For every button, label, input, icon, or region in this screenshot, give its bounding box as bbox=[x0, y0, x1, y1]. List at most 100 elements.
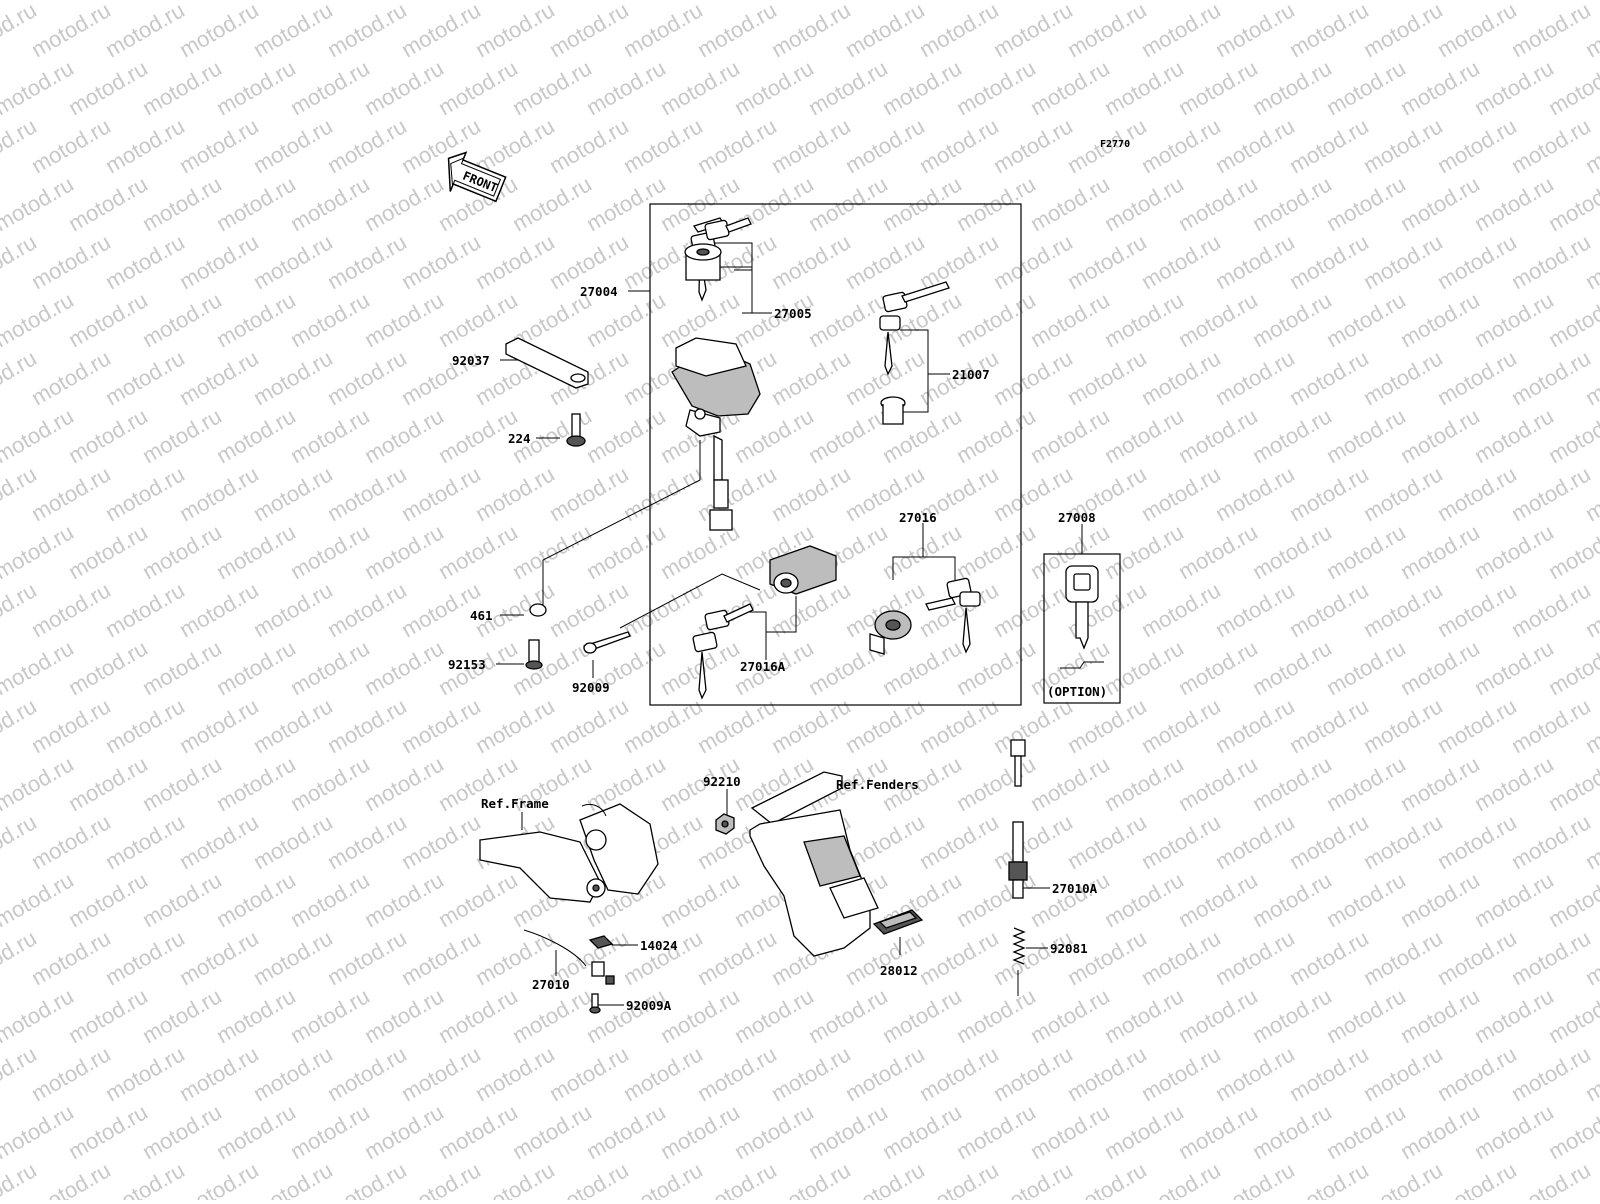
watermark-text: motod.ru bbox=[212, 867, 300, 932]
watermark-text: motod.ru bbox=[212, 171, 300, 236]
watermark-text: motod.ru bbox=[360, 403, 448, 468]
watermark-text: motod.ru bbox=[508, 1099, 596, 1164]
watermark-text: motod.ru bbox=[286, 1099, 374, 1164]
watermark-text: motod.ru bbox=[1285, 461, 1373, 526]
watermark-text: motod.ru bbox=[804, 403, 892, 468]
watermark-text: motod.ru bbox=[1396, 983, 1484, 1048]
watermark-text: motod.ru bbox=[952, 403, 1040, 468]
watermark-text: motod.ru bbox=[1544, 635, 1600, 700]
watermark-text: motod.ru bbox=[64, 519, 152, 584]
watermark-text: motod.ru bbox=[138, 171, 226, 236]
watermark-text: motod.ru bbox=[27, 229, 115, 294]
watermark-text: motod.ru bbox=[1359, 693, 1447, 758]
watermark-text: motod.ru bbox=[1433, 925, 1521, 990]
watermark-text: motod.ru bbox=[619, 693, 707, 758]
watermark-text: motod.ru bbox=[0, 1157, 41, 1200]
watermark-text: motod.ru bbox=[434, 55, 522, 120]
watermark-text: motod.ru bbox=[1470, 867, 1558, 932]
watermark-text: motod.ru bbox=[175, 693, 263, 758]
watermark-text: motod.ru bbox=[915, 693, 1003, 758]
watermark-text: motod.ru bbox=[1174, 867, 1262, 932]
watermark-text: motod.ru bbox=[1137, 345, 1225, 410]
watermark-text: motod.ru bbox=[138, 1099, 226, 1164]
watermark-text: motod.ru bbox=[730, 983, 818, 1048]
ignition-switch-icon bbox=[671, 243, 761, 531]
watermark-text: motod.ru bbox=[508, 55, 596, 120]
watermark-text: motod.ru bbox=[27, 1041, 115, 1106]
watermark-text: motod.ru bbox=[545, 577, 633, 642]
watermark-text: motod.ru bbox=[1285, 1041, 1373, 1106]
watermark-text: motod.ru bbox=[1544, 287, 1600, 352]
watermark-text: motod.ru bbox=[286, 55, 374, 120]
watermark-text: motod.ru bbox=[1026, 751, 1114, 816]
watermark-text: motod.ru bbox=[1174, 55, 1262, 120]
watermark-text: motod.ru bbox=[397, 229, 485, 294]
watermark-text: motod.ru bbox=[1433, 1041, 1521, 1106]
watermark-text: motod.ru bbox=[1174, 983, 1262, 1048]
label-92210: 92210 bbox=[703, 774, 741, 789]
watermark-text: motod.ru bbox=[101, 577, 189, 642]
watermark-text: motod.ru bbox=[286, 403, 374, 468]
watermark-text: motod.ru bbox=[1470, 55, 1558, 120]
bolt-224-icon bbox=[566, 413, 586, 447]
watermark-text: motod.ru bbox=[1211, 693, 1299, 758]
watermark-text: motod.ru bbox=[1322, 287, 1410, 352]
watermark-text: motod.ru bbox=[1470, 635, 1558, 700]
watermark-text: motod.ru bbox=[1100, 751, 1188, 816]
watermark-text: motod.ru bbox=[286, 983, 374, 1048]
watermark-text: motod.ru bbox=[1026, 287, 1114, 352]
watermark-text: motod.ru bbox=[878, 55, 966, 120]
watermark-text: motod.ru bbox=[878, 519, 966, 584]
label-27008: 27008 bbox=[1058, 510, 1096, 525]
watermark-text: motod.ru bbox=[175, 461, 263, 526]
label-27016A: 27016A bbox=[740, 659, 786, 674]
watermark-text: motod.ru bbox=[1100, 983, 1188, 1048]
watermark-text: motod.ru bbox=[1433, 229, 1521, 294]
watermark-text: motod.ru bbox=[545, 461, 633, 526]
watermark-text: motod.ru bbox=[249, 0, 337, 62]
watermark-text: motod.ru bbox=[286, 171, 374, 236]
watermark-text: motod.ru bbox=[1544, 171, 1600, 236]
watermark-text: motod.ru bbox=[1470, 171, 1558, 236]
label-92009: 92009 bbox=[572, 680, 610, 695]
watermark-text: motod.ru bbox=[1507, 113, 1595, 178]
watermark-text: motod.ru bbox=[27, 693, 115, 758]
watermark-text: motod.ru bbox=[1248, 55, 1336, 120]
watermark-text: motod.ru bbox=[1211, 925, 1299, 990]
watermark-text: motod.ru bbox=[952, 0, 1040, 4]
watermark-text: motod.ru bbox=[693, 0, 781, 62]
watermark-text: motod.ru bbox=[0, 287, 78, 352]
watermark-text: motod.ru bbox=[1137, 229, 1225, 294]
watermark-text: motod.ru bbox=[1248, 751, 1336, 816]
watermark-text: motod.ru bbox=[1137, 0, 1225, 62]
watermark-text: motod.ru bbox=[545, 0, 633, 62]
watermark-text: motod.ru bbox=[619, 925, 707, 990]
watermark-text: motod.ru bbox=[1544, 519, 1600, 584]
watermark-text: motod.ru bbox=[767, 693, 855, 758]
watermark-text: motod.ru bbox=[27, 925, 115, 990]
watermark-text: motod.ru bbox=[360, 983, 448, 1048]
watermark-text: motod.ru bbox=[878, 0, 966, 4]
watermark-text: motod.ru bbox=[1470, 1099, 1558, 1164]
watermark-text: motod.ru bbox=[360, 519, 448, 584]
watermark-text: motod.ru bbox=[138, 403, 226, 468]
watermark-text: motod.ru bbox=[101, 1041, 189, 1106]
watermark-text: motod.ru bbox=[175, 577, 263, 642]
screw-92009A-icon bbox=[589, 993, 601, 1014]
watermark-text: motod.ru bbox=[397, 1041, 485, 1106]
watermark-text: motod.ru bbox=[360, 635, 448, 700]
watermark-text: motod.ru bbox=[1507, 809, 1595, 874]
watermark-text: motod.ru bbox=[619, 1041, 707, 1106]
watermark-text: motod.ru bbox=[619, 461, 707, 526]
watermark-text: motod.ru bbox=[397, 809, 485, 874]
watermark-text: motod.ru bbox=[1248, 519, 1336, 584]
watermark-text: motod.ru bbox=[1359, 577, 1447, 642]
watermark-text: motod.ru bbox=[804, 0, 892, 4]
watermark-text: motod.ru bbox=[1396, 171, 1484, 236]
watermark-text: motod.ru bbox=[138, 55, 226, 120]
watermark-text: motod.ru bbox=[1100, 867, 1188, 932]
watermark-text: motod.ru bbox=[64, 635, 152, 700]
watermark-text: motod.ru bbox=[1026, 1099, 1114, 1164]
watermark-text: motod.ru bbox=[1396, 403, 1484, 468]
watermark-text: motod.ru bbox=[27, 0, 115, 62]
